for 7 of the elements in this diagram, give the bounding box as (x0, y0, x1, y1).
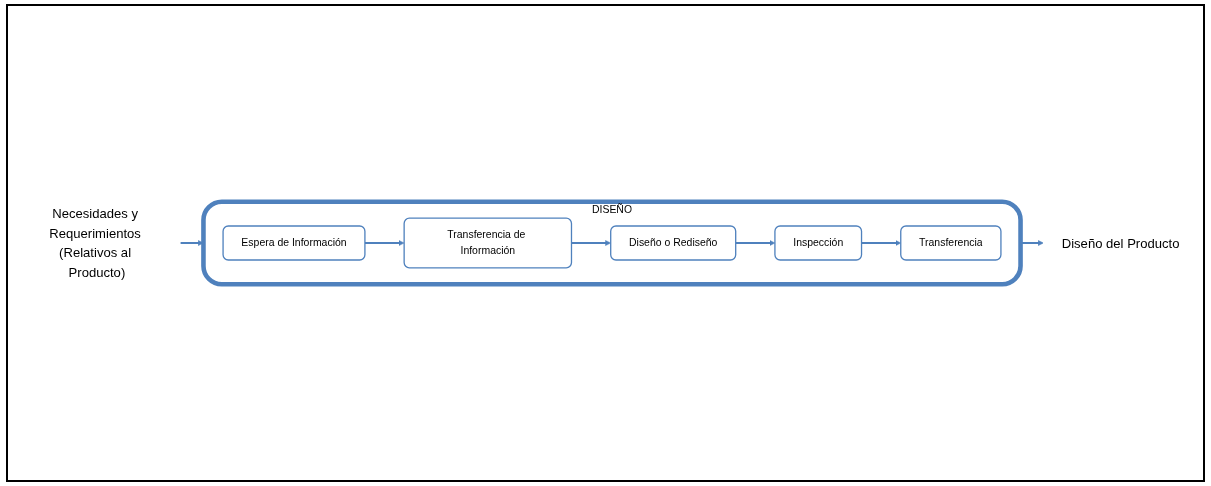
node-box: Transferencia de Información (403, 217, 573, 269)
node-box: Transferencia (900, 225, 1002, 261)
node-text: Necesidades y Requerimientos (Relativos al Producto) (49, 206, 141, 280)
node-box: Inspección (774, 225, 863, 261)
node-text: Diseño del Producto (1061, 235, 1180, 251)
node-box: Espera de Información (222, 225, 366, 261)
node-box: Diseño o Rediseño (610, 225, 737, 261)
